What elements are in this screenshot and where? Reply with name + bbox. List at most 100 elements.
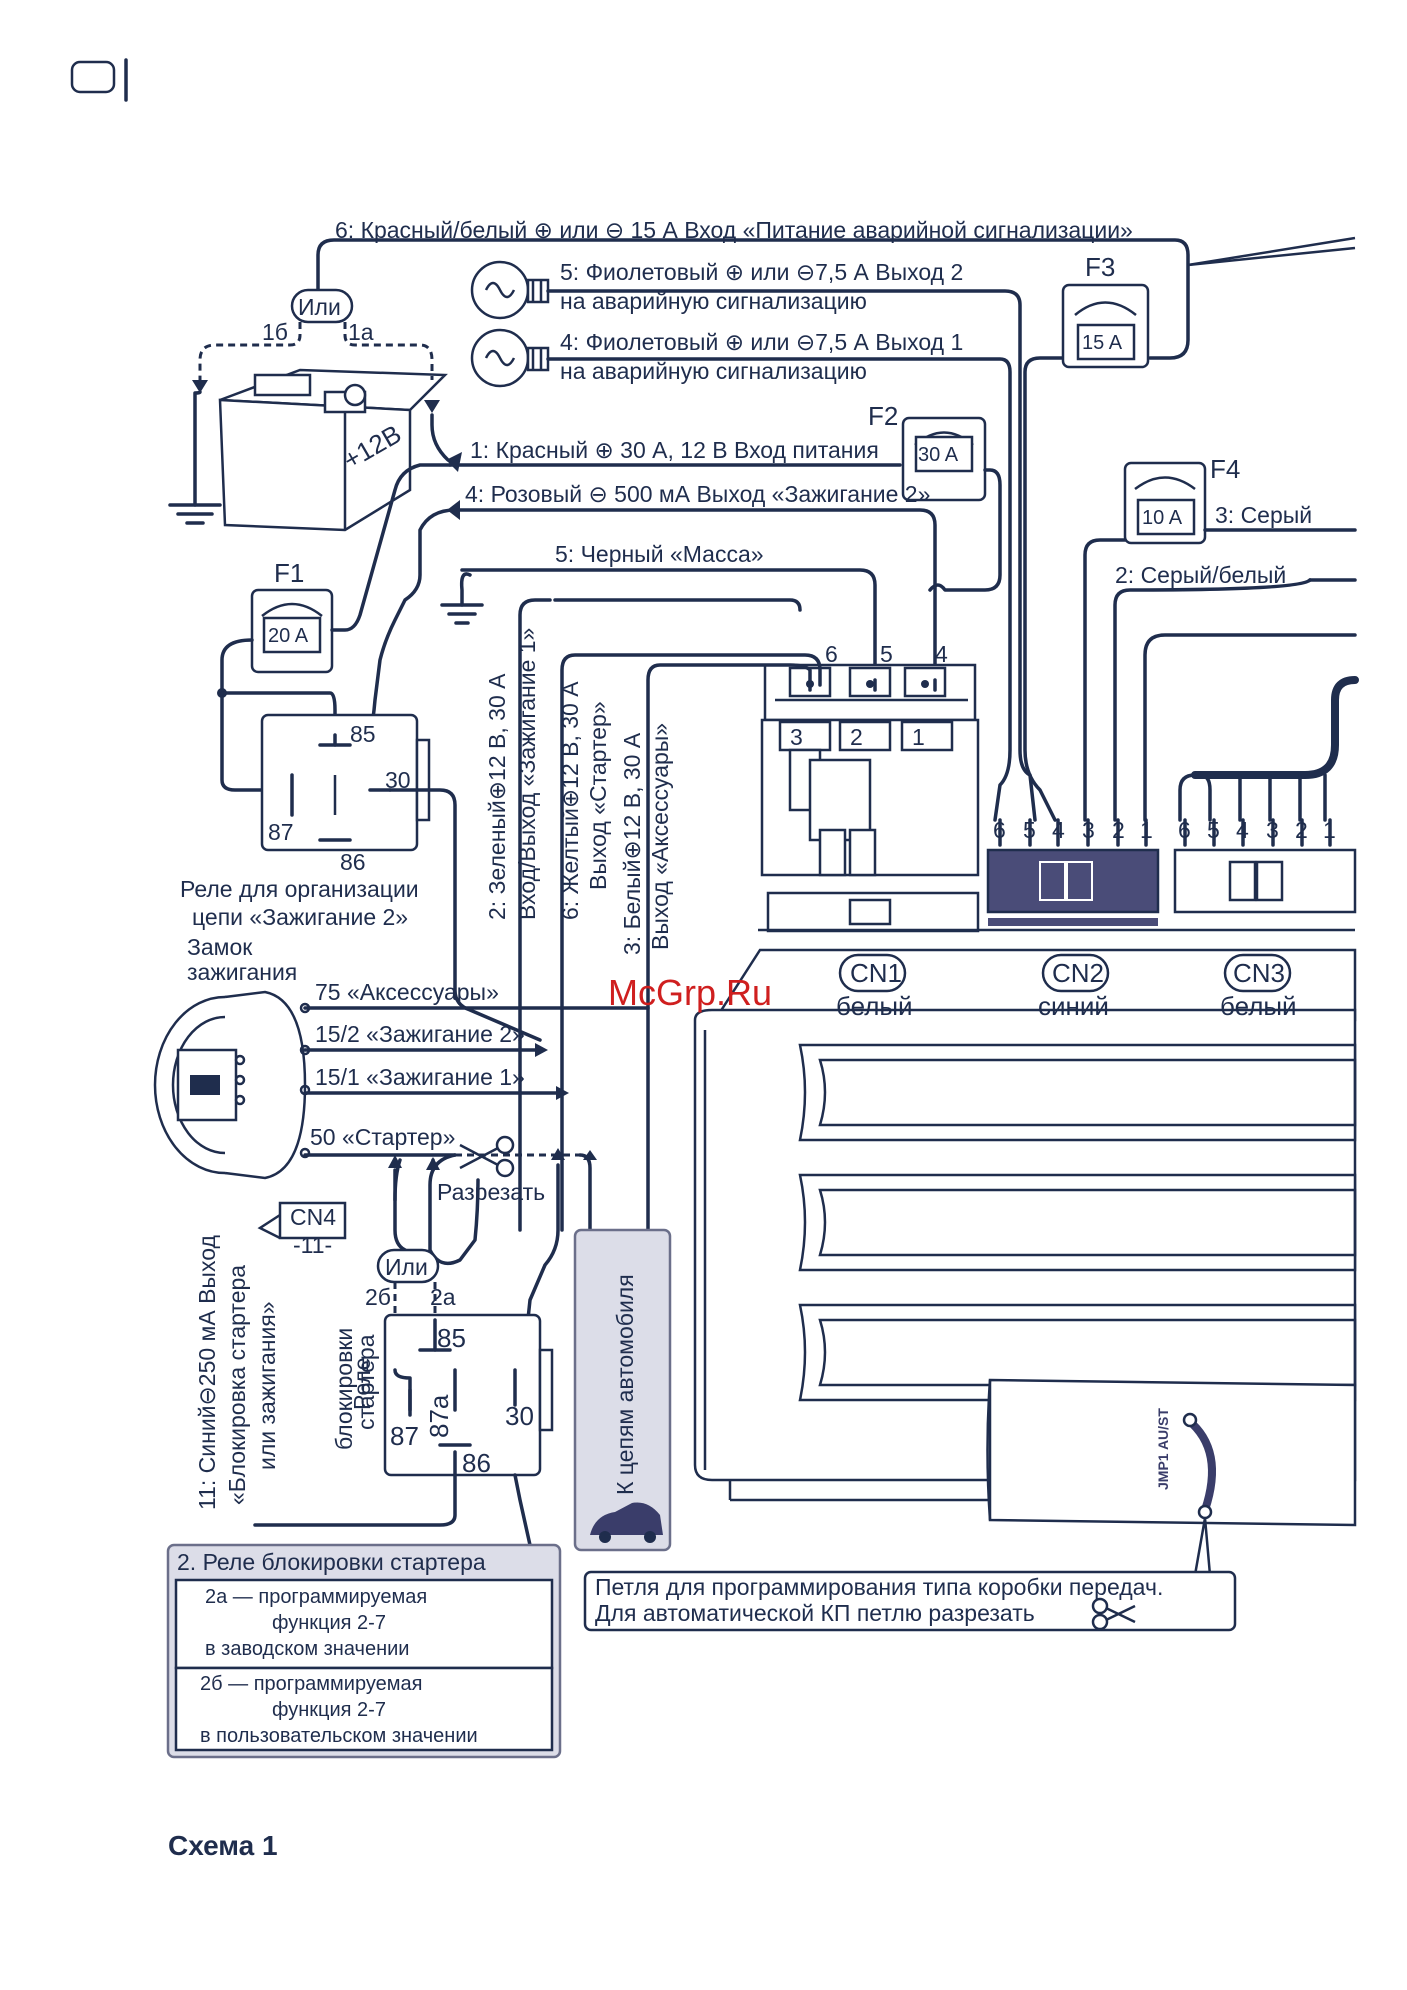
wire-3-white-label-b: Выход «Аксессуары» [647, 723, 673, 950]
legend-2a-line3: в заводском значении [205, 1638, 409, 1660]
cn2-name: CN2 [1052, 958, 1104, 988]
relay-ign2-caption-a: Реле для организации [180, 876, 419, 902]
cn1-color: белый [836, 991, 913, 1021]
wire-11-label-a: 11: Синий⊖250 мА Выход [194, 1235, 220, 1510]
svg-text:6: 6 [825, 641, 838, 667]
connector-cn2-plug [986, 848, 1160, 926]
wire-1-label: 1: Красный ⊕ 30 А, 12 В Вход питания [470, 437, 879, 463]
svg-text:F2: F2 [868, 401, 898, 431]
svg-text:30 A: 30 A [918, 444, 959, 466]
scissors-icon [1091, 1597, 1136, 1631]
svg-text:1: 1 [912, 724, 925, 750]
wire-15-2-label: 15/2 «Зажигание 2» [315, 1021, 525, 1047]
cn3-name: CN3 [1233, 958, 1285, 988]
wire-15-1-label: 15/1 «Зажигание 1» [315, 1064, 525, 1090]
wire-4-violet [546, 357, 1012, 822]
jumper-note-b: Для автоматической КП петлю разрезать [595, 1600, 1035, 1626]
svg-text:87: 87 [390, 1421, 419, 1451]
svg-text:87а: 87а [424, 1394, 454, 1438]
wire-6-red-white [316, 238, 1190, 360]
svg-text:86: 86 [340, 849, 366, 875]
svg-text:85: 85 [437, 1323, 466, 1353]
svg-text:1б: 1б [262, 319, 288, 345]
cn3-pin-numbers: 6 5 4 3 2 1 [1178, 817, 1336, 843]
wire-2-green [518, 598, 552, 1232]
cn1-name: CN1 [850, 958, 902, 988]
or-selector-battery [290, 288, 354, 324]
svg-text:F3: F3 [1085, 252, 1115, 282]
relay-starter-caption-c: стартера [353, 1334, 379, 1430]
svg-text:85: 85 [350, 721, 376, 747]
car-icon [590, 1502, 663, 1543]
ignition-lock-title-b: зажигания [187, 959, 297, 985]
svg-text:20 A: 20 A [268, 625, 309, 647]
alarm-unit [693, 928, 1357, 1502]
wire-2-green-label-a: 2: Зеленый⊕12 В, 30 А [484, 673, 510, 920]
svg-text:Или: Или [385, 1254, 428, 1280]
wire-4-violet-label-a: 4: Фиолетовый ⊕ или ⊖7,5 А Выход 1 [560, 329, 963, 355]
relay-starter-caption-a: Реле [349, 1357, 375, 1410]
legend-2b-line1: 2б — программируемая [200, 1673, 422, 1695]
cn2-color: синий [1038, 991, 1109, 1021]
wire-3-white [646, 663, 812, 1232]
svg-text:CN4: CN4 [290, 1204, 336, 1230]
main-power-connector: 6 5 4 3 2 1 [760, 641, 980, 877]
legend-2a-line1: 2а — программируемая [205, 1586, 427, 1608]
svg-text:-11-: -11- [293, 1232, 332, 1258]
svg-text:F1: F1 [274, 558, 304, 588]
wire-3-grey-label: 3: Серый [1215, 502, 1312, 528]
wire-50-label: 50 «Стартер» [310, 1124, 455, 1150]
svg-text:3: 3 [790, 724, 803, 750]
svg-text:15 A: 15 A [1082, 332, 1123, 354]
ground-icon [440, 603, 484, 625]
fuse-f3: F3 15 A [1061, 252, 1150, 369]
bulb-icon [470, 328, 550, 388]
connector-cn1-plug [766, 891, 980, 933]
svg-text:87: 87 [268, 819, 294, 845]
svg-text:Или: Или [298, 294, 341, 320]
scissors-icon [459, 1135, 515, 1178]
svg-text:5: 5 [880, 641, 893, 667]
relay-ignition-2: 85 87 86 30 [260, 713, 431, 875]
starter-relay-legend: 2. Реле блокировки стартера 2а — програм… [166, 1543, 562, 1759]
car-circuits-label: К цепям автомобиля [612, 1274, 638, 1495]
wire-3-white-label-a: 3: Белый⊕12 В, 30 А [619, 732, 645, 955]
legend-title: 2. Реле блокировки стартера [177, 1549, 486, 1575]
cn4-tag: CN4 -11- [257, 1201, 347, 1258]
wire-11-label-b: «Блокировка стартера [224, 1265, 250, 1505]
car-circuits-panel: К цепям автомобиля [573, 1228, 672, 1552]
wire-5-violet-label-b: на аварийную сигнализацию [560, 288, 867, 314]
fuse-f1: F1 20 A [250, 558, 334, 674]
wire-6-label: 6: Красный/белый ⊕ или ⊖ 15 А Вход «Пита… [335, 217, 1133, 243]
cn3-color: белый [1220, 991, 1297, 1021]
cn2-pin-numbers: 6 5 4 3 2 1 [993, 817, 1153, 843]
svg-text:4: 4 [935, 641, 948, 667]
ground-icon [168, 503, 222, 525]
wire-11-label-c: или зажигания» [254, 1301, 280, 1470]
cut-label: Разрезать [437, 1179, 545, 1205]
relay-ign2-caption-b: цепи «Зажигание 2» [192, 904, 408, 930]
fuse-f4: F4 10 A [1123, 454, 1240, 545]
wire-5-black [460, 568, 877, 682]
wire-4-pink-label: 4: Розовый ⊖ 500 мА Выход «Зажигание 2» [465, 481, 930, 507]
svg-text:86: 86 [462, 1448, 491, 1478]
relay-starter-caption-b: блокировки [331, 1328, 357, 1450]
wire-2-grey-white [1113, 578, 1312, 822]
jumper-label: JMP1 AU/ST [1155, 1408, 1171, 1490]
wire-6-yellow [560, 653, 822, 1232]
jumper-note-box [583, 1570, 1237, 1632]
svg-text:1а: 1а [348, 319, 374, 345]
page-corner-mark [70, 58, 128, 102]
svg-text:30: 30 [505, 1401, 534, 1431]
wire-6-yellow-label-a: 6: Желтый⊕12 В, 30 А [557, 681, 583, 920]
page-title: Схема 1 [168, 1830, 278, 1861]
legend-2b-line2: функция 2-7 [272, 1699, 386, 1721]
wire-5-violet [546, 289, 1037, 822]
wire-6-yellow-label-b: Выход «Стартер» [585, 701, 611, 890]
wire-6-to-connector [1023, 356, 1065, 822]
wire-5-violet-label-a: 5: Фиолетовый ⊕ или ⊖7,5 А Выход 2 [560, 259, 963, 285]
cn-labels: CN1 белый CN2 синий CN3 белый [836, 953, 1297, 1021]
jumper-note-a: Петля для программирования типа коробки … [595, 1574, 1163, 1600]
